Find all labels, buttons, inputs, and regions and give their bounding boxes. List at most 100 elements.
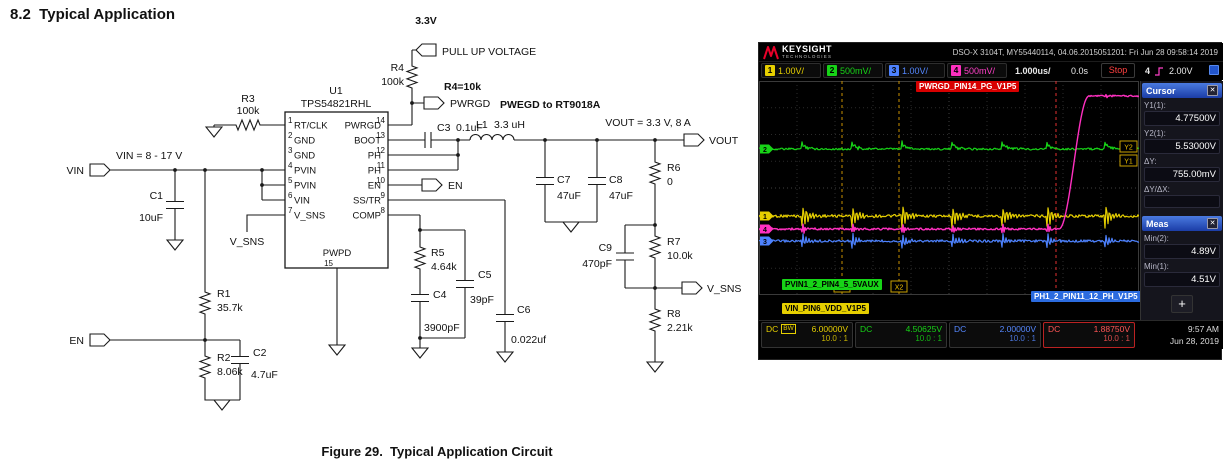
pullup-connector [415, 43, 437, 57]
ground-symbol [561, 221, 581, 233]
ground-symbol [645, 361, 665, 373]
r6-ref: R6 [667, 162, 681, 174]
y1-cursor-tag-box[interactable] [1119, 154, 1138, 167]
clock-readout: 9:57 AM Jun 28, 2019 [1139, 323, 1219, 347]
channel-3-marker-num: 3 [763, 239, 767, 246]
pin-name: PH [368, 166, 381, 177]
vout-spec-note: VOUT = 3.3 V, 8 A [605, 117, 691, 129]
en-net-label: EN [69, 335, 84, 347]
pin-name: BOOT [354, 136, 381, 147]
x2-cursor-tag-box[interactable] [890, 280, 908, 293]
ground-symbol [410, 347, 430, 359]
c6-ref: C6 [517, 304, 531, 316]
ch4-probe-ratio: 10.0 : 1 [1103, 334, 1130, 343]
trace-ch3-ph [758, 232, 1140, 249]
ch1-bw-badge: BW [781, 324, 796, 334]
cursor-panel-header[interactable]: Cursor ✕ [1142, 83, 1222, 98]
ground-symbol [327, 344, 347, 356]
trigger-level-readout[interactable]: 2.00V [1169, 66, 1193, 76]
y2-cursor-tag: Y2 [1124, 145, 1133, 152]
c1-ref: C1 [150, 190, 164, 202]
footer-ch4-readout[interactable]: DC 1.88750V 10.0 : 1 [1043, 322, 1135, 348]
scope-sidebar-menu: Cursor ✕ Y1(1): 4.77500V Y2(1): 5.53000V… [1140, 81, 1223, 320]
ch2-probe-ratio: 10.0 : 1 [915, 334, 942, 343]
cursor-row-value[interactable]: 5.53000V [1144, 139, 1220, 154]
cursor-panel-close-icon[interactable]: ✕ [1207, 85, 1218, 96]
r4-note: R4=10k [444, 81, 481, 93]
cursor-row-value[interactable]: 4.77500V [1144, 111, 1220, 126]
c5-value: 39pF [470, 294, 494, 306]
ch3-probe-ratio: 10.0 : 1 [1009, 334, 1036, 343]
add-measurement-button[interactable]: + [1171, 295, 1193, 313]
pin-name: PH [368, 151, 381, 162]
channel-3-button[interactable]: 3 1.00V/ [885, 63, 945, 78]
vin-range-note: VIN = 8 - 17 V [116, 150, 182, 162]
cursor-row-value[interactable] [1144, 195, 1220, 208]
channel-1-button[interactable]: 1 1.00V/ [761, 63, 821, 78]
c2-capacitor [231, 340, 249, 380]
pin-name: VIN [294, 196, 310, 207]
meas-row-value[interactable]: 4.51V [1144, 272, 1220, 287]
channel-2-button[interactable]: 2 500mV/ [823, 63, 883, 78]
pin-number: 2 [288, 131, 293, 140]
ground-symbol [165, 239, 185, 251]
channel-2-ground-marker [760, 144, 774, 154]
meas-row-label: Min(1): [1144, 262, 1169, 271]
delay-readout[interactable]: 0.0s [1071, 66, 1089, 76]
c8-value: 47uF [609, 190, 633, 202]
waveform-display: 2 1 4 3 Y2 Y1 X1 X2 [758, 81, 1140, 295]
pwrgd-wave-label: PWRGD_PIN14_PG_V1P5 [916, 81, 1020, 92]
channel-4-scale: 500mV/ [964, 65, 996, 76]
channel-4-button[interactable]: 4 500mV/ [947, 63, 1007, 78]
pin-number: 14 [376, 116, 385, 125]
pin-name: PWRGD [345, 121, 382, 132]
timebase-readout[interactable]: 1.000us/ [1015, 66, 1051, 76]
pin-number: 15 [324, 259, 333, 268]
c1-value: 10uF [139, 212, 163, 224]
r5-ref: R5 [431, 247, 445, 259]
pullup-voltage-note: 3.3V [415, 15, 437, 27]
en-pin10-connector [421, 178, 443, 192]
r4-resistor [405, 62, 419, 92]
ch3-offset-value: 2.00000V [999, 324, 1036, 334]
meas-panel-header[interactable]: Meas ✕ [1142, 216, 1222, 231]
channel-4-badge: 4 [951, 65, 961, 76]
cursor-row-value[interactable]: 755.00mV [1144, 167, 1220, 182]
scope-graticule: 2 1 4 3 Y2 Y1 X1 X2 [758, 81, 1140, 295]
y2-cursor-tag-box[interactable] [1119, 140, 1138, 153]
meas-row-label: Min(2): [1144, 234, 1169, 243]
pin-name: RT/CLK [294, 121, 328, 132]
acquisition-status[interactable]: Stop [1101, 63, 1135, 78]
c3-capacitor [424, 132, 432, 148]
pin-name: PWPD [323, 248, 352, 259]
meas-row: Min(2): 4.89V [1144, 234, 1220, 259]
pin-number: 3 [288, 146, 293, 155]
c5-ref: C5 [478, 269, 492, 281]
meas-row-value[interactable]: 4.89V [1144, 244, 1220, 259]
footer-ch3-readout[interactable]: DC 2.00000V 10.0 : 1 [949, 322, 1041, 348]
footer-ch1-readout[interactable]: DC BW 6.00000V 10.0 : 1 [761, 322, 853, 348]
r8-value: 2.21k [667, 322, 693, 334]
c6-capacitor [496, 306, 514, 330]
trace-ch4-pwrgd [758, 93, 1140, 234]
x2-cursor-tag: X2 [895, 285, 904, 292]
cursor-row-label: Y1(1): [1144, 101, 1166, 110]
r7-resistor [648, 232, 662, 262]
c7-ref: C7 [557, 174, 571, 186]
pin-name: PVIN [294, 181, 316, 192]
r5-value: 4.64k [431, 261, 457, 273]
c2-value: 4.7uF [251, 369, 278, 381]
menu-corner-icon[interactable] [1209, 65, 1219, 75]
trigger-source-readout[interactable]: 4 [1145, 66, 1151, 76]
scope-header-bar: KEYSIGHT TECHNOLOGIES DSO-X 3104T, MY554… [759, 43, 1223, 62]
c7-value: 47uF [557, 190, 581, 202]
trigger-edge-icon [1155, 67, 1163, 76]
cursor-row-label: ΔY/ΔX: [1144, 185, 1170, 194]
pwrgd-note: PWEGD to RT9018A [500, 99, 601, 111]
r3-value: 100k [237, 105, 261, 117]
brand-name: KEYSIGHT [782, 44, 833, 54]
r1-ref: R1 [217, 288, 231, 300]
meas-panel-close-icon[interactable]: ✕ [1207, 218, 1218, 229]
keysight-spark-icon [763, 46, 779, 60]
footer-ch2-readout[interactable]: DC 4.50625V 10.0 : 1 [855, 322, 947, 348]
